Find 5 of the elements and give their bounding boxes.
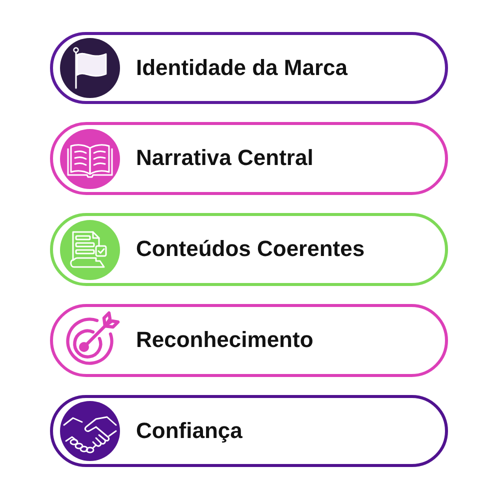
box-label: Narrativa Central [136,145,314,172]
box-label: Conteúdos Coerentes [136,236,365,263]
box-label: Reconhecimento [136,327,314,354]
box-label: Confiança [136,418,242,444]
box-label: Identidade da Marca [136,54,348,82]
